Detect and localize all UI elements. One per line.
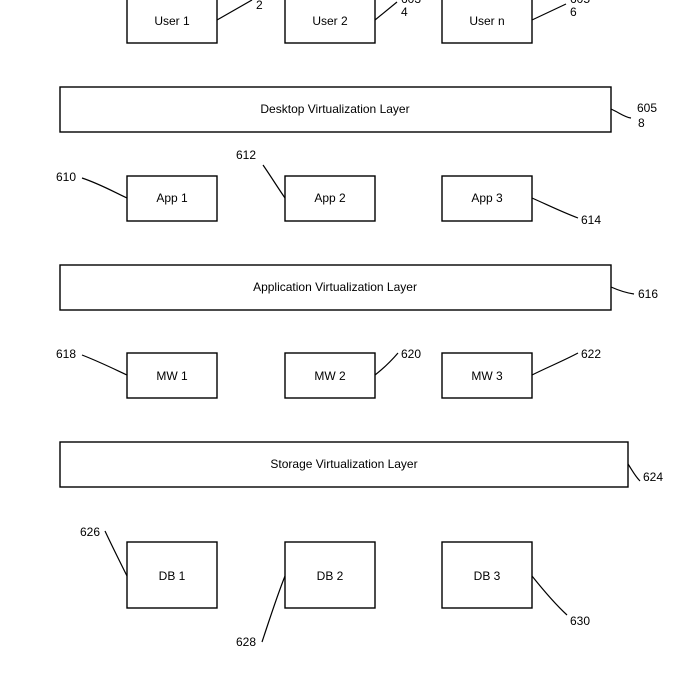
db-2-leader-line	[261, 575, 286, 643]
app-3-label: App 3	[471, 191, 503, 205]
user-2-node: User 2	[284, 0, 376, 44]
mw-3-node: MW 3	[441, 352, 533, 399]
app-2-leader-line	[262, 164, 286, 199]
storage-layer-label: Storage Virtualization Layer	[270, 457, 417, 471]
desktop-virtualization-layer: Desktop Virtualization Layer	[59, 86, 612, 133]
storage-layer-box	[59, 441, 629, 488]
mw-1-box	[126, 352, 218, 399]
user-2-leader-line	[374, 1, 398, 21]
db-3-node: DB 3	[441, 541, 533, 609]
mw-3-box	[441, 352, 533, 399]
app-2-label: App 2	[314, 191, 346, 205]
application-layer-leader-line	[610, 286, 635, 295]
desktop-layer-ref-number: 8	[638, 116, 645, 130]
db-1-label: DB 1	[159, 569, 186, 583]
desktop-layer-ref-number-top: 605	[637, 101, 657, 115]
app-3-leader-line	[531, 197, 579, 219]
db-1-leader-line	[104, 530, 128, 577]
app-2-ref-number: 612	[236, 148, 256, 162]
mw-2-node: MW 2	[284, 352, 376, 399]
app-2-box	[284, 175, 376, 222]
storage-virtualization-layer: Storage Virtualization Layer	[59, 441, 629, 488]
application-virtualization-layer: Application Virtualization Layer	[59, 264, 612, 311]
app-1-label: App 1	[156, 191, 188, 205]
user-n-node: User n	[441, 0, 533, 44]
user-1-node: User 1	[126, 0, 218, 44]
user-1-label: User 1	[154, 14, 190, 28]
user-n-ref-number: 6	[570, 5, 577, 19]
user-1-box	[126, 0, 218, 44]
mw-2-leader-line	[374, 352, 399, 376]
db-2-ref-number: 628	[236, 635, 256, 649]
user-n-label: User n	[469, 14, 504, 28]
app-1-node: App 1	[126, 175, 218, 222]
user-n-ref-number-top: 605	[570, 0, 590, 6]
application-layer-ref-number: 616	[638, 287, 658, 301]
user-2-label: User 2	[312, 14, 348, 28]
mw-1-label: MW 1	[156, 369, 188, 383]
desktop-layer-leader-line	[610, 108, 632, 119]
desktop-layer-label: Desktop Virtualization Layer	[260, 102, 409, 116]
storage-layer-ref-number: 624	[643, 470, 663, 484]
mw-3-ref-number: 622	[581, 347, 601, 361]
app-3-ref-number: 614	[581, 213, 601, 227]
mw-2-label: MW 2	[314, 369, 346, 383]
user-1-ref-number: 2	[256, 0, 263, 12]
user-1-leader-line	[216, 0, 253, 21]
db-1-ref-number: 626	[80, 525, 100, 539]
db-3-box	[441, 541, 533, 609]
application-layer-label: Application Virtualization Layer	[253, 280, 417, 294]
mw-2-box	[284, 352, 376, 399]
mw-1-node: MW 1	[126, 352, 218, 399]
user-2-box	[284, 0, 376, 44]
db-1-box	[126, 541, 218, 609]
user-n-leader-line	[531, 3, 567, 21]
desktop-layer-box	[59, 86, 612, 133]
app-3-box	[441, 175, 533, 222]
mw-2-ref-number: 620	[401, 347, 421, 361]
user-2-ref-number-top: 603	[401, 0, 421, 6]
db-2-node: DB 2	[284, 541, 376, 609]
mw-3-leader-line	[531, 352, 579, 376]
user-n-box	[441, 0, 533, 44]
db-2-box	[284, 541, 376, 609]
db-2-label: DB 2	[317, 569, 344, 583]
app-1-leader-line	[81, 177, 128, 199]
app-3-node: App 3	[441, 175, 533, 222]
storage-layer-leader-line	[627, 463, 641, 482]
app-1-ref-number: 610	[56, 170, 76, 184]
db-3-leader-line	[531, 575, 568, 616]
db-3-ref-number: 630	[570, 614, 590, 628]
db-1-node: DB 1	[126, 541, 218, 609]
app-2-node: App 2	[284, 175, 376, 222]
mw-3-label: MW 3	[471, 369, 503, 383]
mw-1-ref-number: 618	[56, 347, 76, 361]
app-1-box	[126, 175, 218, 222]
mw-1-leader-line	[81, 354, 128, 376]
db-3-label: DB 3	[474, 569, 501, 583]
user-2-ref-number: 4	[401, 5, 408, 19]
